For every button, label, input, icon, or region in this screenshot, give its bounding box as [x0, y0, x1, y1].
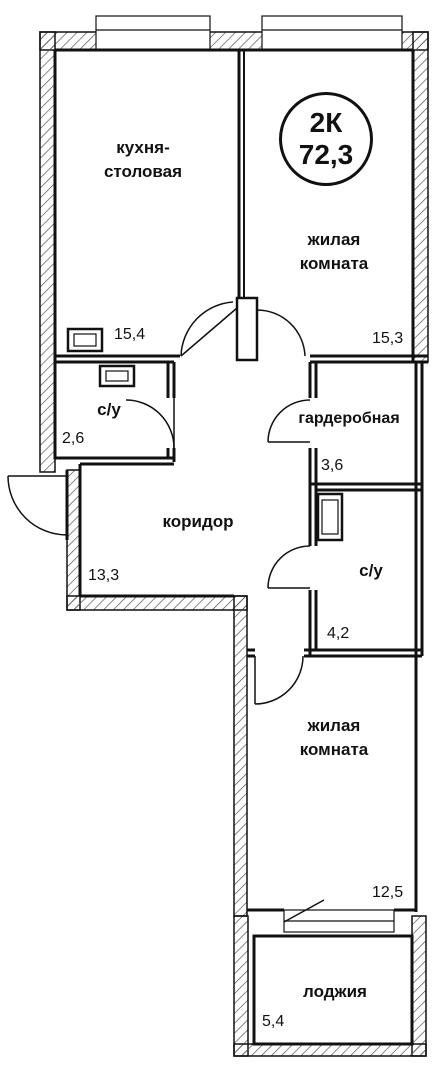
flat-badge: 2К 72,3 [279, 92, 373, 186]
room-name-loggia: лоджия [303, 982, 367, 1001]
room-area-kitchen: 15,4 [114, 326, 146, 343]
room-area-corridor: 13,3 [88, 567, 120, 584]
room-name-corridor: коридор [162, 512, 234, 531]
interior-doors [125, 301, 325, 923]
flat-type: 2К [309, 107, 343, 138]
room-name-bath2: с/у [359, 561, 383, 580]
room-area-wardrobe: 3,6 [321, 457, 344, 474]
entrance-door [7, 470, 69, 540]
room-area-bath1: 2,6 [62, 430, 85, 447]
room-name-living2: жилая комната [299, 716, 369, 759]
room-name-bath1: с/у [97, 400, 121, 419]
room-area-living2: 12,5 [372, 884, 404, 901]
exterior-walls [39, 31, 429, 1057]
interior-walls [53, 48, 428, 1046]
room-area-bath2: 4,2 [327, 625, 350, 642]
flat-total-area: 72,3 [298, 139, 354, 170]
room-name-living1: жилая комната [299, 230, 369, 273]
room-name-wardrobe: гардеробная [298, 410, 400, 427]
room-area-loggia: 5,4 [262, 1013, 285, 1030]
room-area-living1: 15,3 [372, 330, 404, 347]
fixtures [66, 327, 344, 542]
room-name-kitchen: кухня- столовая [103, 138, 183, 181]
